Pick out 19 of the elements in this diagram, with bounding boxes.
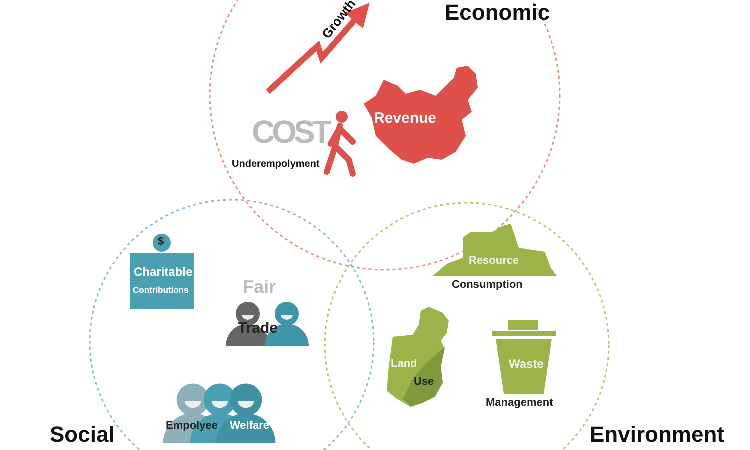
node-label: Consumption [452, 280, 523, 291]
node-label: Management [486, 398, 554, 409]
tile-title: Charitable [134, 266, 193, 278]
region-label: Revenue [374, 111, 437, 126]
region-label: Use [414, 377, 434, 388]
section-heading: Social [50, 424, 115, 446]
donation-tile [130, 233, 194, 309]
bin-label: Waste [509, 358, 544, 370]
section-heading: Environment [590, 424, 724, 446]
region-label: Land [391, 359, 418, 370]
tile-subtitle: Contributions [133, 286, 189, 294]
region-label: Resource [469, 256, 520, 267]
map-region [362, 66, 480, 166]
group-label: Welfare [230, 421, 270, 432]
group-label: Fair [243, 278, 276, 296]
cost-label: COST [252, 116, 329, 148]
currency-symbol: $ [158, 237, 164, 248]
section-heading: Economic [445, 2, 550, 24]
caption: Underempolyment [232, 160, 320, 170]
